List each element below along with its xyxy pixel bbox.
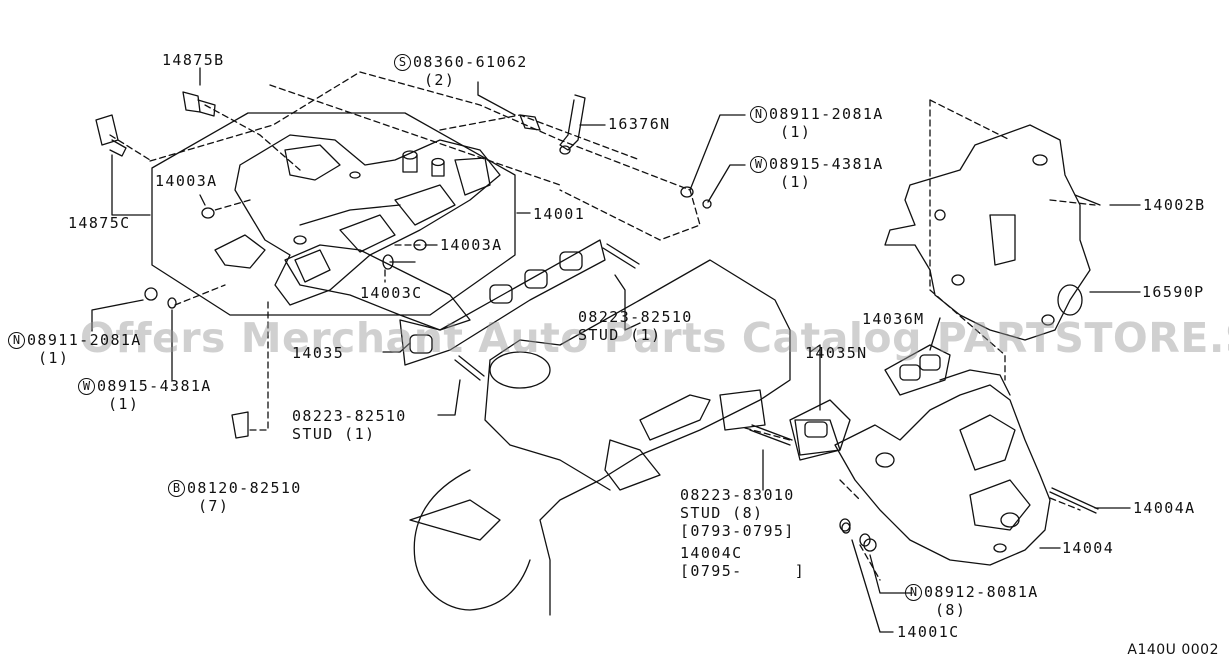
label-14004: 14004: [1062, 539, 1115, 557]
n-nut-top-part: 08911-2081A: [769, 105, 884, 123]
label-s-bolt-qty: (2): [424, 71, 456, 89]
exhaust-manifold-drawing: [834, 369, 1051, 566]
label-14875B: 14875B: [162, 51, 225, 69]
label-n-nut-top-qty: (1): [780, 123, 812, 141]
intake-manifold-drawing: [214, 134, 501, 306]
n-nut-bottom-part: 08912-8081A: [924, 583, 1039, 601]
s-bolt-part: 08360-61062: [413, 53, 528, 71]
b-symbol-icon: B: [168, 480, 185, 497]
w-symbol-icon: W: [78, 378, 95, 395]
label-14003A-right: 14003A: [440, 236, 503, 254]
label-14003A-left: 14003A: [155, 172, 218, 190]
label-b-bolt-qty: (7): [198, 497, 230, 515]
exhaust-gaskets: [789, 344, 951, 461]
label-16376N: 16376N: [608, 115, 671, 133]
label-stud-upper-desc: STUD (1): [578, 326, 662, 344]
label-14003C: 14003C: [360, 284, 423, 302]
label-14035: 14035: [292, 344, 345, 362]
diagram-reference-code: A140U 0002: [1127, 642, 1219, 658]
bracket-drawing: [519, 94, 586, 155]
label-14004C-range: [0795- ]: [680, 562, 806, 580]
w-washer-left-part: 08915-4381A: [97, 377, 212, 395]
label-w-washer-top-qty: (1): [780, 173, 812, 191]
label-14875C: 14875C: [68, 214, 131, 232]
watermark: Offers Merchant Auto Parts Catalog PARTS…: [80, 314, 1229, 362]
label-stud-8: 08223-83010: [680, 486, 795, 504]
label-14001C: 14001C: [897, 623, 960, 641]
label-14001: 14001: [533, 205, 586, 223]
label-n-nut-bottom-qty: (8): [935, 601, 967, 619]
n-symbol-icon: N: [8, 332, 25, 349]
n-symbol-icon: N: [750, 106, 767, 123]
label-stud-lower: 08223-82510: [292, 407, 407, 425]
label-14036M: 14036M: [862, 310, 925, 328]
label-stud-lower-desc: STUD (1): [292, 425, 376, 443]
b-bolt-part: 08120-82510: [187, 479, 302, 497]
engine-block-drawing: [409, 259, 841, 616]
label-stud-8-range: [0793-0795]: [680, 522, 795, 540]
label-14004C: 14004C: [680, 544, 743, 562]
intake-group-outline: [151, 112, 516, 316]
leader-lines: [91, 67, 1141, 633]
heat-shield-drawing: [884, 124, 1091, 341]
label-stud-8-desc: STUD (8): [680, 504, 764, 522]
studs: [454, 194, 1101, 514]
hardware-left: [95, 91, 427, 439]
n-nut-left-part: 08911-2081A: [27, 331, 142, 349]
n-symbol-icon: N: [905, 584, 922, 601]
label-16590P: 16590P: [1142, 283, 1205, 301]
w-symbol-icon: W: [750, 156, 767, 173]
label-n-nut-left-qty: (1): [38, 349, 70, 367]
w-washer-top-part: 08915-4381A: [769, 155, 884, 173]
label-stud-upper: 08223-82510: [578, 308, 693, 326]
label-14035N: 14035N: [805, 344, 868, 362]
label-w-washer-left-qty: (1): [108, 395, 140, 413]
s-symbol-icon: S: [394, 54, 411, 71]
intake-gaskets: [284, 239, 606, 366]
label-14004A: 14004A: [1133, 499, 1196, 517]
label-14002B: 14002B: [1143, 196, 1206, 214]
